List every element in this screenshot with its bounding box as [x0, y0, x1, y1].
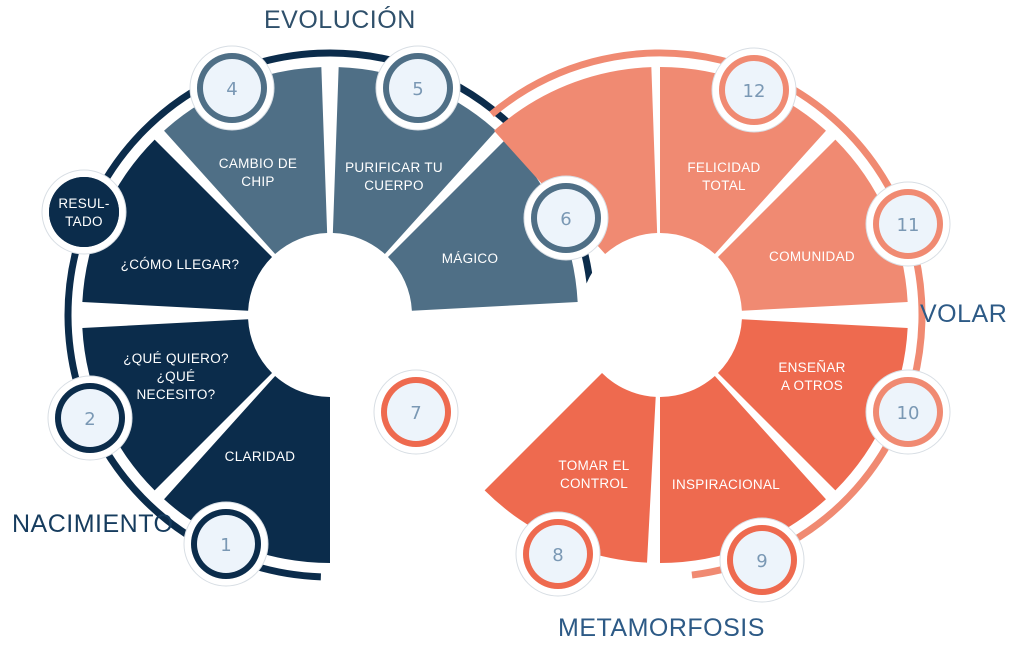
- step-badge-11: 11: [865, 181, 951, 267]
- segment-11-label: COMUNIDAD: [769, 249, 855, 264]
- stage-title-volar: VOLAR: [920, 300, 1008, 328]
- step-badge-overlay-text: TADO: [65, 214, 103, 229]
- segment-10: [717, 139, 908, 311]
- segment-7-label: RE-EDUCACIÓN: [446, 360, 554, 375]
- step-badge-number: 10: [897, 403, 920, 424]
- step-badge-number: 8: [552, 545, 563, 566]
- segment-12-label: TOTAL: [702, 178, 746, 193]
- step-badge-overlay-text: RESUL-: [58, 196, 109, 211]
- segment-6-label: MÁGICO: [442, 251, 499, 266]
- segment-5: [332, 67, 496, 255]
- step-badge-5: 5: [375, 45, 461, 131]
- step-badge-number: 5: [412, 79, 423, 100]
- segment-7: [484, 372, 656, 563]
- segment-12-label: FELICIDAD: [687, 160, 760, 175]
- segment-8-label: TOMAR EL: [558, 458, 629, 473]
- segment-8: [660, 375, 826, 563]
- hub-left: [250, 235, 410, 395]
- segment-4-label: CAMBIO DE: [219, 156, 297, 171]
- segment-2: [82, 319, 273, 491]
- step-badge-number: 9: [756, 551, 767, 572]
- stage-title-evolucion: EVOLUCIÓN: [264, 6, 416, 34]
- step-badge-number: 11: [897, 215, 920, 236]
- segment-7-label: NUTRITIVA: [464, 378, 537, 393]
- step-badge-3: 3RESUL-TADO: [41, 169, 127, 255]
- step-badge-1: 1: [183, 501, 269, 587]
- step-badge-6: 6: [523, 175, 609, 261]
- step-badge-2: 2: [47, 375, 133, 461]
- step-badge-4: 4: [189, 45, 275, 131]
- step-badge-9: 9: [719, 517, 805, 603]
- step-badge-12: 12: [711, 47, 797, 133]
- segment-2-label: ¿QUÉ: [157, 369, 196, 384]
- step-badge-number: 6: [560, 209, 571, 230]
- segment-2-label: ¿QUÉ QUIERO?: [123, 351, 229, 366]
- segment-3: [82, 139, 273, 311]
- segment-2-label: NECESITO?: [137, 387, 216, 402]
- step-badge-number: 2: [84, 409, 95, 430]
- segment-9: [717, 319, 908, 491]
- segment-10-label: ENSEÑAR: [778, 360, 845, 375]
- segment-1-label: CLARIDAD: [225, 449, 296, 464]
- stage-title-metamorfosis: METAMORFOSIS: [558, 614, 765, 642]
- segment-5-label: CUERPO: [364, 178, 424, 193]
- segment-9-label: INSPIRACIONAL: [672, 477, 780, 492]
- step-badge-number: 12: [743, 81, 766, 102]
- hub-right: [580, 235, 740, 395]
- stage-title-nacimiento: NACIMIENTO: [12, 510, 174, 538]
- segment-4-label: CHIP: [241, 174, 274, 189]
- step-badge-8: 8: [515, 511, 601, 597]
- step-badge-number: 7: [410, 403, 421, 424]
- step-badge-number: 1: [220, 535, 231, 556]
- step-badge-10: 10: [865, 369, 951, 455]
- segment-8-label: CONTROL: [560, 476, 628, 491]
- segment-5-label: PURIFICAR TU: [345, 160, 443, 175]
- step-badge-7: 7: [373, 369, 459, 455]
- segment-3-label: ¿CÓMO LLEGAR?: [121, 257, 240, 272]
- segment-6: [387, 139, 578, 311]
- step-badge-number: 4: [226, 79, 237, 100]
- segment-12: [494, 67, 658, 255]
- segment-10-label: A OTROS: [781, 378, 843, 393]
